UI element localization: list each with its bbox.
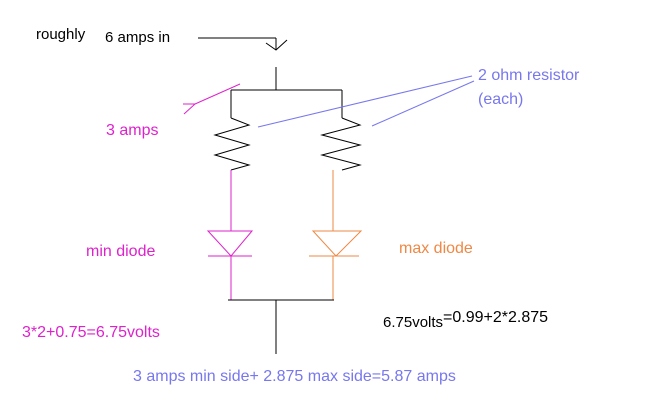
input-current-label: 6 amps in xyxy=(105,29,170,46)
resistor-note-line2: (each) xyxy=(478,91,523,108)
max-equation-rest: =0.99+2*2.875 xyxy=(443,309,548,326)
input-arrow xyxy=(198,37,288,51)
branch-current-arrow xyxy=(183,83,241,115)
bottom-wiring xyxy=(228,299,334,354)
min-side-equation: 3*2+0.75=6.75volts xyxy=(22,324,160,341)
total-current-label: 3 amps min side+ 2.875 max side=5.87 amp… xyxy=(133,368,456,385)
max-equation-volts: 6.75volts xyxy=(383,314,443,331)
max-side-equation: 6.75volts=0.99+2*2.875 xyxy=(383,309,548,331)
resistor-pointer-lines xyxy=(257,75,475,128)
left-resistor xyxy=(213,117,251,171)
min-diode-symbol xyxy=(206,230,254,300)
input-label-prefix: roughly xyxy=(36,26,86,43)
right-resistor xyxy=(320,117,362,171)
top-wiring xyxy=(230,67,343,118)
branch-current-label: 3 amps xyxy=(106,122,158,139)
max-diode-symbol xyxy=(309,230,363,300)
min-diode-label: min diode xyxy=(86,243,155,260)
resistor-note-line1: 2 ohm resistor xyxy=(478,67,580,84)
max-diode-label: max diode xyxy=(399,240,473,257)
